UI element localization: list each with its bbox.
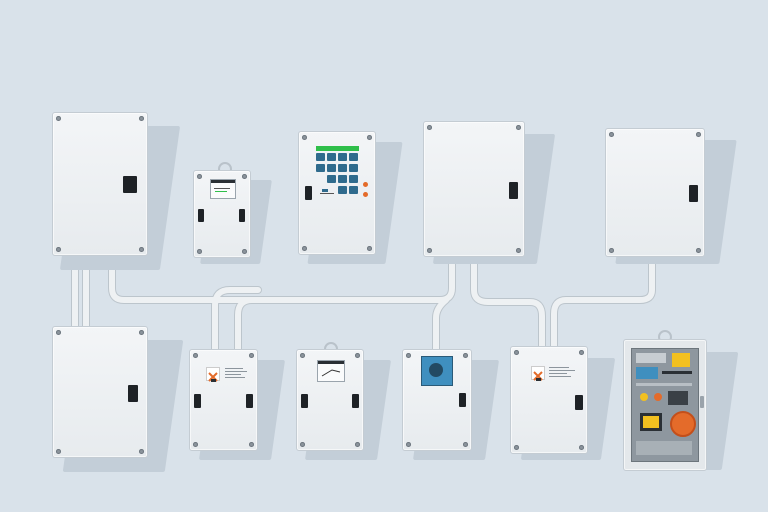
screw <box>516 125 521 130</box>
latch-icon <box>509 182 518 199</box>
screw <box>579 350 584 355</box>
screw <box>300 442 305 447</box>
latch-icon <box>689 185 698 202</box>
screw <box>139 247 144 252</box>
latch-icon <box>198 209 204 222</box>
indicator-light <box>363 182 368 187</box>
screw <box>56 330 61 335</box>
status-bar <box>316 146 359 151</box>
screw <box>367 135 372 140</box>
screw <box>427 125 432 130</box>
screw <box>463 442 468 447</box>
screw <box>609 248 614 253</box>
screw <box>355 353 360 358</box>
gauge-icon <box>210 179 236 199</box>
warning-label-icon <box>531 366 545 381</box>
screw <box>696 248 701 253</box>
screw <box>193 353 198 358</box>
display-panel <box>402 349 472 451</box>
latch-icon <box>239 209 245 222</box>
latch-icon <box>246 394 253 408</box>
electrical-panel-small-1 <box>193 170 251 258</box>
screw <box>56 449 61 454</box>
latch-icon <box>352 394 359 408</box>
screw <box>197 249 202 254</box>
electrical-panel-large-1 <box>52 112 148 256</box>
screw <box>139 330 144 335</box>
inner-chassis <box>631 348 699 462</box>
warning-label-icon <box>206 367 220 382</box>
open-breaker-panel <box>623 339 707 471</box>
display-screen <box>421 356 453 386</box>
screw <box>514 445 519 450</box>
screw <box>249 353 254 358</box>
warning-panel-2 <box>510 346 588 454</box>
screw <box>355 442 360 447</box>
latch-icon <box>123 176 137 193</box>
latch-icon <box>128 385 138 402</box>
screw <box>242 249 247 254</box>
screw <box>56 247 61 252</box>
electrical-panel-large-4 <box>52 326 148 458</box>
gauge-panel <box>296 349 364 451</box>
gauge-icon <box>317 360 345 382</box>
warning-panel-1 <box>189 349 258 451</box>
screw <box>406 353 411 358</box>
screw <box>579 445 584 450</box>
screw <box>242 174 247 179</box>
latch-icon <box>301 394 308 408</box>
electrical-panel-large-2 <box>423 121 525 257</box>
electrical-panel-large-3 <box>605 128 705 257</box>
screw <box>300 353 305 358</box>
screw <box>197 174 202 179</box>
indicator-light <box>363 192 368 197</box>
screw <box>427 248 432 253</box>
latch-icon <box>700 396 704 408</box>
latch-icon <box>575 395 583 410</box>
screw <box>249 442 254 447</box>
screw <box>193 442 198 447</box>
screw <box>406 442 411 447</box>
latch-icon <box>459 393 466 407</box>
latch-icon <box>194 394 201 408</box>
keypad-control-panel <box>298 131 376 255</box>
screw <box>139 449 144 454</box>
screw <box>367 246 372 251</box>
screw <box>696 132 701 137</box>
conduit-pipes <box>72 252 655 353</box>
keypad-icon <box>316 153 360 205</box>
screw <box>514 350 519 355</box>
screw <box>302 246 307 251</box>
screw <box>463 353 468 358</box>
screw <box>609 132 614 137</box>
screw <box>302 135 307 140</box>
latch-icon <box>305 186 312 200</box>
screw <box>139 116 144 121</box>
screw <box>56 116 61 121</box>
screw <box>516 248 521 253</box>
